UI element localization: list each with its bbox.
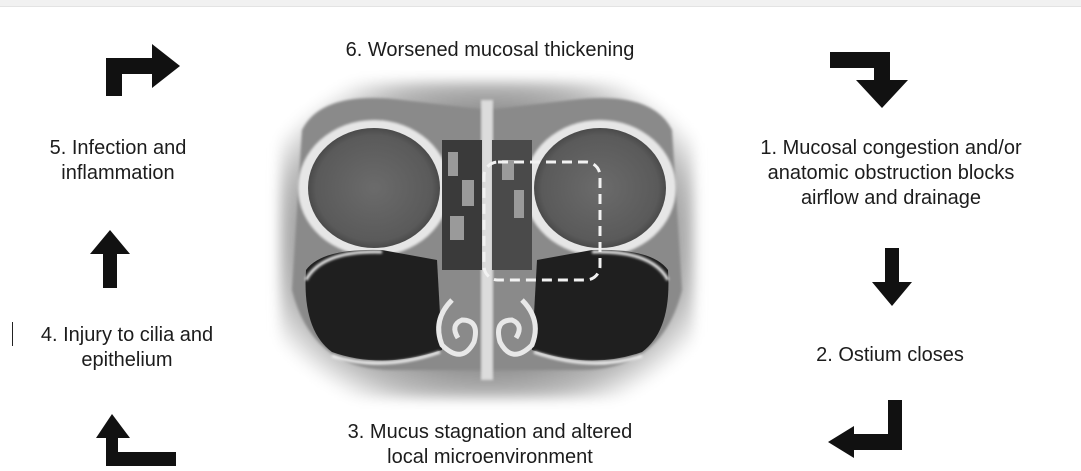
ct-scan-image xyxy=(262,70,712,410)
arrow-down-icon xyxy=(870,246,914,308)
step-3-label: 3. Mucus stagnation and altered local mi… xyxy=(300,420,680,470)
step-5-label: 5. Infection and inflammation xyxy=(18,136,218,186)
step-2-label: 2. Ostium closes xyxy=(770,343,1010,368)
arrow-up-icon xyxy=(88,228,132,290)
step-1-label: 1. Mucosal congestion and/or anatomic ob… xyxy=(726,136,1056,211)
top-border xyxy=(0,0,1081,7)
arrow-right-down-icon xyxy=(828,46,914,110)
arrow-up-right-icon xyxy=(100,38,184,98)
step-4-label: 4. Injury to cilia and epithelium xyxy=(12,323,242,373)
text-cursor xyxy=(12,322,13,346)
arrow-left-up-icon xyxy=(96,412,180,468)
step-6-label: 6. Worsened mucosal thickening xyxy=(290,38,690,63)
arrow-down-left-icon xyxy=(826,398,906,460)
